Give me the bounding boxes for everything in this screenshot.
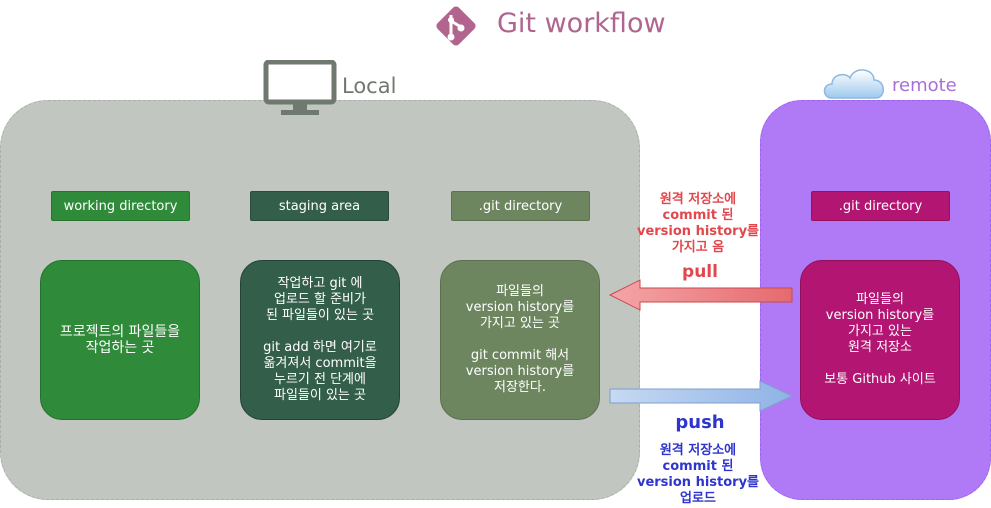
pull-arrow [608, 279, 793, 311]
staging-area-box: 작업하고 git 에 업로드 할 준비가 된 파일들이 있는 곳 git add… [240, 260, 400, 420]
working-directory-tag: working directory [51, 191, 190, 221]
pull-note: 원격 저장소에 commit 된 version history를 가지고 옴 [636, 192, 760, 255]
pull-label: pull [682, 262, 718, 282]
working-directory-description: 프로젝트의 파일들을 작업하는 곳 [59, 324, 181, 356]
remote-git-directory-tag: .git directory [811, 191, 950, 221]
remote-git-directory-description: 파일들의 version history를 가지고 있는 원격 저장소 보통 G… [824, 292, 936, 387]
working-directory-box: 프로젝트의 파일들을 작업하는 곳 [40, 260, 200, 420]
cloud-icon [823, 69, 884, 99]
git-logo-icon [436, 6, 476, 46]
local-git-directory-box: 파일들의 version history를 가지고 있는 곳 git commi… [440, 260, 600, 420]
push-note: 원격 저장소에 commit 된 version history를 업로드 [636, 443, 760, 506]
monitor-icon [263, 60, 337, 115]
staging-area-description: 작업하고 git 에 업로드 할 준비가 된 파일들이 있는 곳 git add… [263, 276, 377, 403]
local-git-directory-tag: .git directory [451, 191, 590, 221]
local-git-directory-description: 파일들의 version history를 가지고 있는 곳 git commi… [465, 284, 575, 395]
page-title: Git workflow [497, 8, 666, 39]
push-arrow [609, 380, 794, 412]
remote-label: remote [892, 75, 957, 96]
remote-git-directory-box: 파일들의 version history를 가지고 있는 원격 저장소 보통 G… [800, 260, 960, 420]
staging-area-tag: staging area [250, 191, 389, 221]
push-label: push [675, 412, 725, 433]
local-label: Local [342, 74, 397, 98]
